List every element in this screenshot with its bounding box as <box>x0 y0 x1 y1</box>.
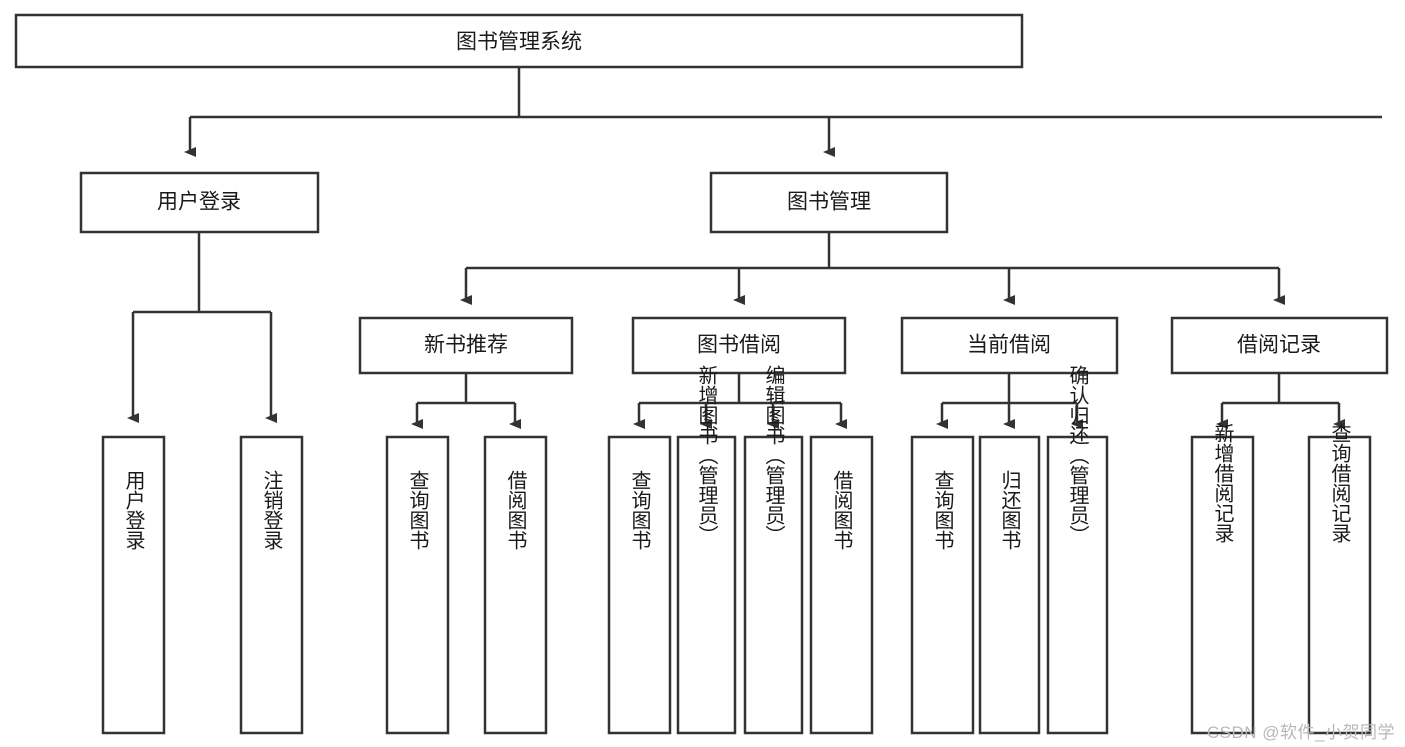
node-user-login[interactable]: 用户登录 <box>79 171 320 234</box>
node-label-root: 图书管理系统 <box>456 31 582 54</box>
node-label-book-borrow: 图书借阅 <box>697 334 781 357</box>
leaf-node[interactable]: 注销登录 <box>239 435 304 735</box>
leaf-node[interactable]: 确认归还（管理员） <box>1046 365 1109 735</box>
connector-currentborrow-to-leaves <box>936 373 1083 429</box>
leaf-node[interactable]: 归还图书 <box>978 435 1041 735</box>
leaf-label-borrow-book-nb: 借阅图书 <box>504 470 527 550</box>
node-root-book-management-system[interactable]: 图书管理系统 <box>14 13 1024 69</box>
node-label-borrow-record: 借阅记录 <box>1237 334 1321 357</box>
node-label-new-book-recommend: 新书推荐 <box>424 334 508 357</box>
node-label-user-login: 用户登录 <box>157 191 241 214</box>
connector-bookborrow-to-leaves <box>633 373 847 429</box>
node-label-book-management: 图书管理 <box>787 191 871 214</box>
leaf-label-add-borrow-record: 新增借阅记录 <box>1211 423 1234 543</box>
leaf-label-query-book-cb: 查询图书 <box>931 470 954 550</box>
leaf-label-add-book-admin: 新增图书（管理员） <box>695 365 718 545</box>
node-new-book-recommend[interactable]: 新书推荐 <box>358 316 574 375</box>
leaf-node[interactable]: 编辑图书（管理员） <box>743 365 804 735</box>
leaf-label-user-login: 用户登录 <box>122 470 145 550</box>
leaf-label-query-book-bb: 查询图书 <box>628 470 651 550</box>
node-book-borrow[interactable]: 图书借阅 <box>631 316 847 375</box>
leaf-label-query-borrow-record: 查询借阅记录 <box>1328 423 1351 543</box>
node-borrow-record[interactable]: 借阅记录 <box>1170 316 1389 375</box>
leaf-node[interactable]: 借阅图书 <box>483 435 548 735</box>
connector-newbook-to-leaves <box>411 373 521 429</box>
node-current-borrow[interactable]: 当前借阅 <box>900 316 1119 375</box>
node-book-management[interactable]: 图书管理 <box>709 171 949 234</box>
leaf-node[interactable]: 用户登录 <box>101 435 166 735</box>
leaf-node[interactable]: 新增借阅记录 <box>1190 423 1255 735</box>
leaf-node[interactable]: 查询图书 <box>607 435 672 735</box>
leaf-node[interactable]: 查询借阅记录 <box>1307 423 1372 735</box>
leaf-label-logout: 注销登录 <box>260 470 283 550</box>
leaf-label-confirm-return-admin: 确认归还（管理员） <box>1066 365 1089 545</box>
leaf-node[interactable]: 查询图书 <box>910 435 975 735</box>
leaf-node[interactable]: 查询图书 <box>385 435 450 735</box>
connector-userlogin-to-leaves <box>127 232 277 423</box>
leaf-label-query-book-nb: 查询图书 <box>406 470 429 550</box>
leaf-label-borrow-book-bb: 借阅图书 <box>830 470 853 550</box>
leaf-label-return-book: 归还图书 <box>998 470 1021 550</box>
leaf-node[interactable]: 借阅图书 <box>809 435 874 735</box>
connector-borrowrecord-to-leaves <box>1216 373 1345 429</box>
leaf-node[interactable]: 新增图书（管理员） <box>676 365 737 735</box>
leaf-label-edit-book-admin: 编辑图书（管理员） <box>762 365 785 545</box>
connector-bookmgmt-to-level3 <box>460 232 1285 305</box>
node-label-current-borrow: 当前借阅 <box>967 334 1051 357</box>
connector-root-to-level2 <box>184 67 1382 157</box>
